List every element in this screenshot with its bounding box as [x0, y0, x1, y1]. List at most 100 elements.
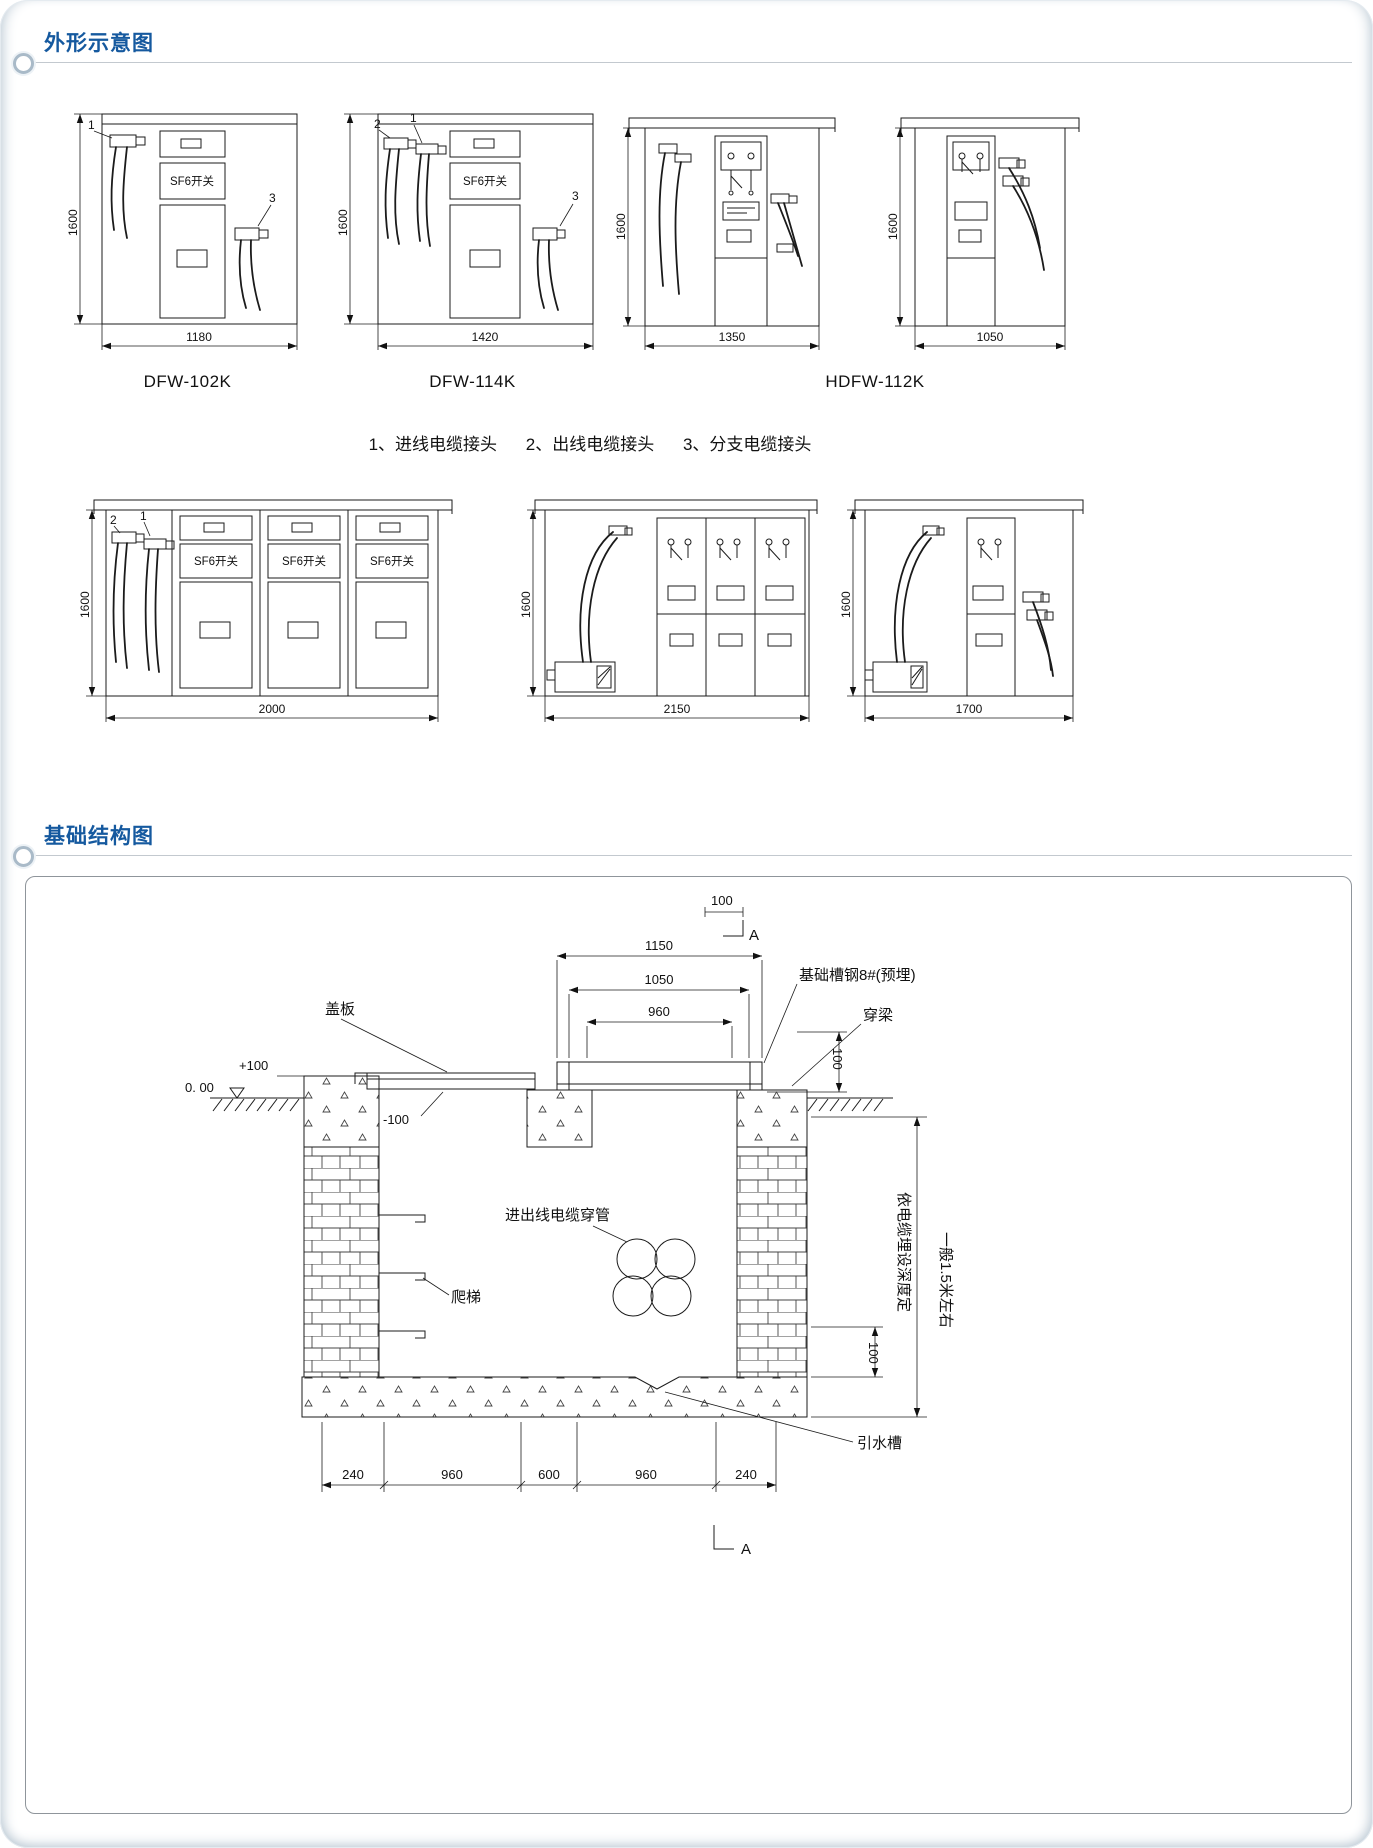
svg-text:2150: 2150 — [664, 702, 691, 716]
height-dimension: 1600 — [78, 509, 106, 697]
height-dimension: 1600 — [336, 113, 378, 325]
width-dimension: 2000 — [105, 696, 439, 722]
top-slab — [556, 1061, 763, 1091]
callout-legend: 1、进线电缆接头 2、出线电缆接头 3、分支电缆接头 — [0, 430, 1180, 455]
cabinet-body — [377, 113, 594, 325]
svg-text:A: A — [741, 1541, 751, 1558]
height-dim-label: 1600 — [614, 213, 628, 240]
panel-label: SF6开关 — [282, 554, 327, 568]
cabinet-body — [544, 509, 810, 697]
svg-text:爬梯: 爬梯 — [451, 1289, 481, 1306]
height-dim-label: 1600 — [886, 213, 900, 240]
beam-dim-label: 100 — [830, 1048, 845, 1070]
floor-dim-label: 100 — [866, 1342, 881, 1364]
bay-2 — [267, 515, 341, 689]
riser-cable — [893, 525, 945, 663]
legend-item-2: 2、出线电缆接头 — [525, 435, 655, 454]
branch-cable-connector — [770, 193, 803, 267]
branch-cable-connector — [998, 157, 1045, 271]
legend-item-3: 3、分支电缆接头 — [682, 435, 812, 454]
outline-drawing-2000: 1600 2 1 SF6开关 SF6开关 SF6开关 2 — [78, 499, 453, 722]
callout-2: 2 — [110, 513, 121, 534]
height-dim-label: 1600 — [839, 591, 853, 618]
switchgear-block — [656, 517, 806, 697]
callout-1: 1 — [410, 111, 423, 144]
width-dimension: 1700 — [864, 696, 1074, 722]
panel-label: SF6开关 — [194, 554, 239, 568]
dim-floor-100: 100 — [811, 1326, 883, 1378]
svg-text:1350: 1350 — [719, 330, 746, 344]
height-dimension: 1600 — [614, 127, 645, 327]
panel-label: SF6开关 — [170, 174, 215, 188]
label-channel-steel: 基础槽钢8#(预埋) — [763, 967, 916, 1064]
branch-cable-connector — [234, 227, 269, 311]
height-dimension: 1600 — [519, 509, 545, 697]
svg-text:960: 960 — [648, 1004, 670, 1019]
label-conduit: 进出线电缆穿管 — [505, 1207, 628, 1243]
label-cover: 盖板 — [325, 1000, 448, 1073]
dim-1050: 1050 — [568, 972, 750, 1058]
model-label-hdfw-112k: HDFW-112K — [825, 372, 925, 391]
incoming-cable-connector — [658, 143, 692, 295]
height-dim-label: 1600 — [519, 591, 533, 618]
svg-text:1700: 1700 — [956, 702, 983, 716]
left-wall — [303, 1075, 380, 1378]
svg-text:A: A — [749, 927, 759, 944]
svg-text:600: 600 — [538, 1467, 560, 1482]
svg-text:进出线电缆穿管: 进出线电缆穿管 — [505, 1207, 610, 1224]
cabinet-roof — [900, 117, 1080, 132]
svg-text:960: 960 — [441, 1467, 463, 1482]
height-dimension: 1600 — [839, 509, 865, 697]
branch-cable-connector — [532, 227, 566, 311]
outline-drawing-hdfw-1350: 1600 1350 — [614, 117, 836, 350]
dim-beam-100: 100 — [767, 1031, 847, 1093]
dims-bottom: 240 960 600 960 240 — [321, 1422, 777, 1492]
cabinet-body — [101, 113, 298, 325]
svg-text:240: 240 — [342, 1467, 364, 1482]
foundation-panel — [25, 876, 1352, 1814]
svg-text:穿梁: 穿梁 — [863, 1007, 893, 1024]
height-dim-label: 1600 — [336, 209, 350, 236]
callout-3: 3 — [257, 191, 276, 227]
outgoing-cable-connector — [383, 137, 417, 245]
cabinet-body — [644, 127, 820, 327]
depth-general-label: 一般1.5米左右 — [937, 1232, 954, 1328]
dim-960-top: 960 — [586, 1004, 733, 1058]
outline-drawing-dfw-114k: 1600 SF6开关 2 1 3 1420 — [336, 111, 594, 350]
svg-text:1: 1 — [410, 111, 417, 125]
callout-3: 3 — [559, 189, 579, 227]
ground-surface-right — [807, 1097, 893, 1112]
dim-1150: 1150 — [556, 938, 763, 1058]
svg-text:2: 2 — [374, 117, 381, 131]
section-marker-bottom: A — [713, 1525, 751, 1558]
svg-text:1: 1 — [140, 509, 147, 523]
width-dimension: 1420 — [377, 324, 594, 350]
outline-drawing-1700: 1600 1700 — [839, 499, 1084, 722]
legend-item-1: 1、进线电缆接头 — [368, 435, 498, 454]
elevation-plus100: +100 — [239, 1058, 304, 1077]
svg-text:1180: 1180 — [186, 330, 212, 344]
switch-column — [966, 517, 1016, 697]
cable-connectors — [111, 531, 175, 673]
svg-text:1420: 1420 — [472, 330, 499, 344]
switch-column — [714, 135, 768, 327]
section-bullet-icon — [13, 846, 34, 867]
elevation-minus100: -100 — [383, 1091, 444, 1127]
panel-label: SF6开关 — [370, 554, 415, 568]
ground-surface-left — [210, 1097, 304, 1112]
floor-slab — [301, 1376, 808, 1418]
center-pier — [526, 1089, 593, 1148]
height-dim-label: 1600 — [66, 209, 80, 236]
cabinet-roof — [854, 499, 1084, 514]
section-divider — [30, 62, 1352, 63]
outline-drawing-hdfw-1050: 1600 1050 — [886, 117, 1080, 350]
panel-label: SF6开关 — [463, 174, 508, 188]
svg-text:1050: 1050 — [977, 330, 1004, 344]
callout-1: 1 — [88, 118, 113, 139]
switch-column — [946, 135, 996, 327]
width-dimension: 1050 — [914, 326, 1066, 350]
outline-drawing-2150: 1600 2150 — [519, 499, 818, 722]
cover-plate — [354, 1072, 536, 1090]
section-divider — [30, 855, 1352, 856]
cable-termination-box — [864, 661, 928, 693]
